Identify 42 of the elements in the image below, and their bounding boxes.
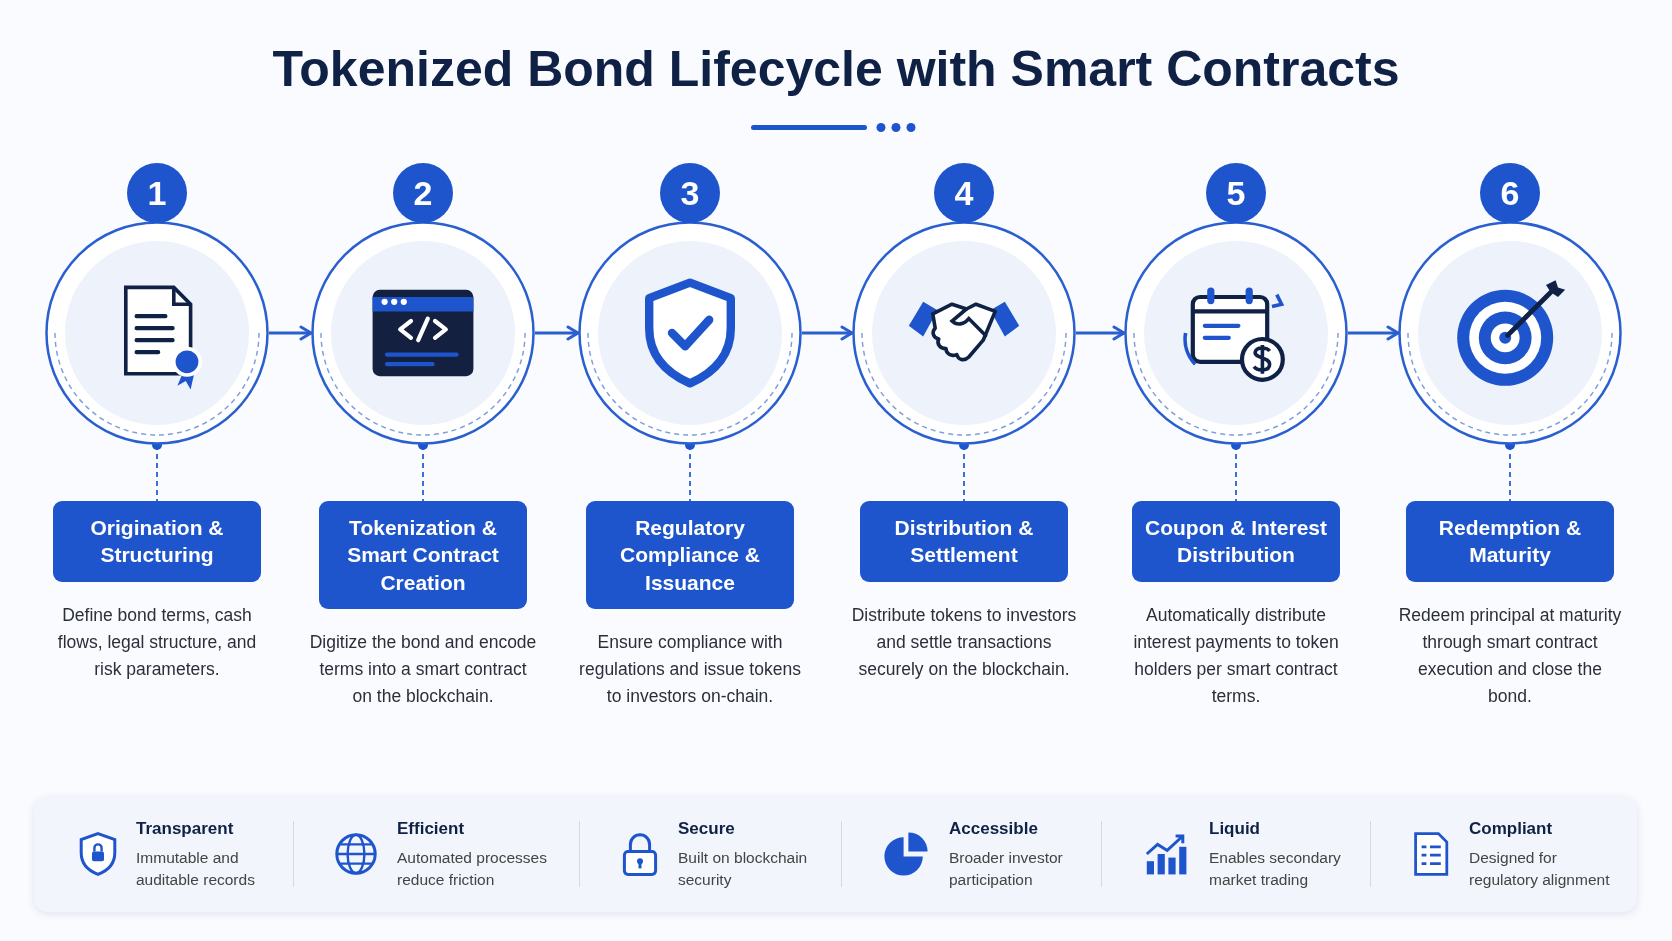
step-number-badge: 1 — [127, 163, 187, 223]
step-title-box: Distribution & Settlement — [860, 501, 1068, 582]
step-description: Digitize the bond and encode terms into a smart contract on the blockchain. — [308, 630, 538, 709]
step-circle — [45, 163, 269, 445]
feature-description: Immutable and auditable records — [136, 848, 256, 890]
feature-title: Compliant — [1469, 819, 1553, 839]
step-title-box: Coupon & Interest Distribution — [1132, 501, 1340, 582]
step-title-box: Redemption & Maturity — [1406, 501, 1614, 582]
step-circle — [311, 163, 535, 445]
step-description: Define bond terms, cash flows, legal structure, and risk parameters. — [56, 603, 258, 681]
step-circle — [578, 163, 802, 445]
arrow — [1076, 325, 1126, 341]
step-circle — [852, 163, 1076, 445]
step-description: Redeem principal at maturity through smart contract execution and close the bond. — [1397, 603, 1623, 708]
feature-description: Enables secondary market trading — [1209, 848, 1342, 890]
feature-description: Broader investor participation — [949, 848, 1064, 890]
step-circle — [1124, 163, 1348, 445]
feature-title: Liquid — [1209, 819, 1260, 839]
feature-description: Built on blockchain security — [678, 848, 809, 890]
step-description: Distribute tokens to investors and settle transactions securely on the blockchain. — [850, 603, 1078, 681]
feature-description: Designed for regulatory alignment — [1469, 848, 1611, 890]
feature-title: Accessible — [949, 819, 1038, 839]
step-description: Automatically distribute interest payments to token holders per smart contract terms. — [1132, 603, 1340, 708]
arrow — [802, 325, 854, 341]
step-number-badge: 4 — [934, 163, 994, 223]
step-title-box: Origination & Structuring — [53, 501, 261, 582]
title: Tokenized Bond Lifecycle with Smart Contracts — [271, 40, 1401, 98]
feature-title: Efficient — [397, 819, 465, 839]
step-description: Ensure compliance with regulations and issue tokens to investors on-chain. — [578, 630, 802, 709]
step-number-badge: 3 — [660, 163, 720, 223]
step-circle — [1398, 163, 1622, 445]
step-title-box: Regulatory Compliance & Issuance — [586, 501, 794, 609]
arrow — [269, 325, 313, 341]
feature-description: Automated processes reduce friction — [397, 848, 548, 890]
step-number-badge: 2 — [393, 163, 453, 223]
step-number-badge: 6 — [1480, 163, 1540, 223]
feature-title: Transparent — [136, 819, 234, 839]
feature-title: Secure — [678, 819, 735, 839]
step-title-box: Tokenization & Smart Contract Creation — [319, 501, 527, 609]
step-number-badge: 5 — [1206, 163, 1266, 223]
arrow — [1348, 325, 1400, 341]
arrow — [535, 325, 580, 341]
